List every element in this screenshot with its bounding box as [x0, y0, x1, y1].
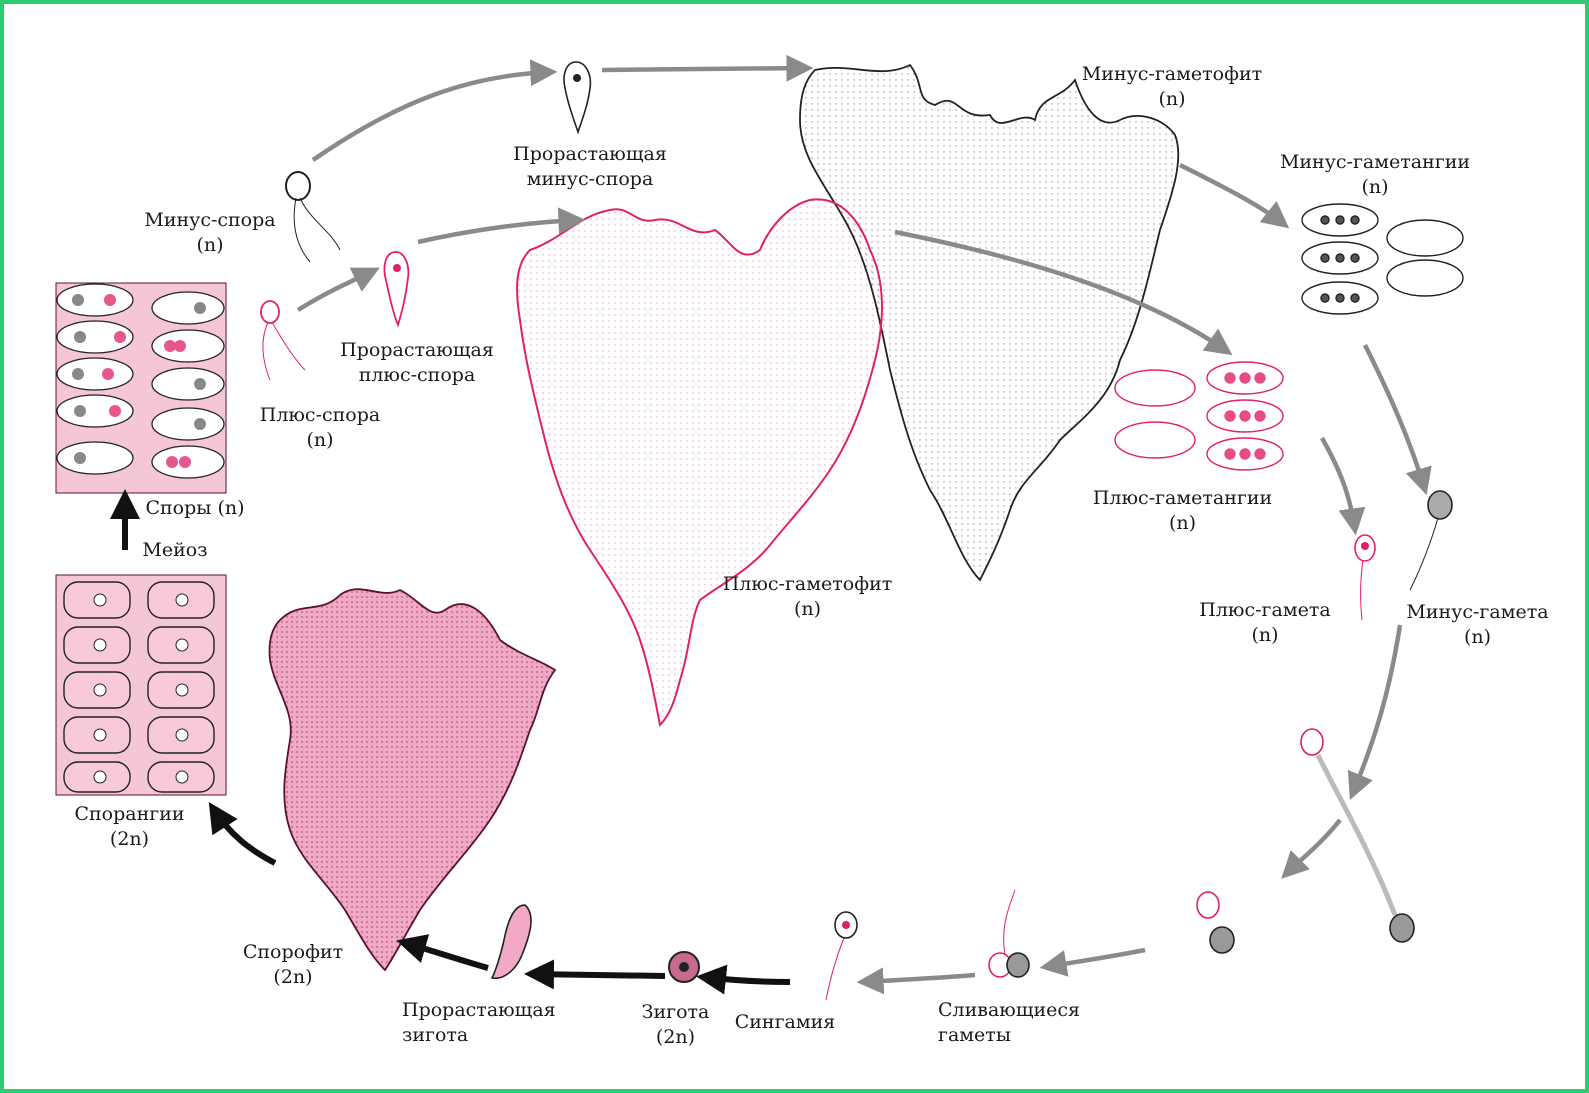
fusing-gametes-label: Сливающиеся гаметы [938, 998, 1113, 1048]
minus-spore-label-name: Минус-спора [130, 208, 290, 233]
zygote-label: Зигота (2n) [628, 1000, 723, 1050]
minus-gamete-label-ploidy: (n) [1390, 625, 1565, 650]
minus-spore-label: Минус-спора (n) [130, 208, 290, 258]
minus-gametophyte-label-name: Минус-гаметофит [1062, 62, 1282, 87]
plus-gametophyte-label: Плюс-гаметофит (n) [705, 572, 910, 622]
minus-gamete-cell [1410, 491, 1452, 590]
minus-gamete-label: Минус-гамета (n) [1390, 600, 1565, 650]
plus-gametophyte-thallus [517, 199, 882, 725]
sporangia-panel [56, 575, 226, 795]
sporangia-label: Спорангии (2n) [62, 802, 197, 852]
zygote-cell [669, 952, 699, 982]
zygote-label-name: Зигота [628, 1000, 723, 1025]
plus-gametophyte-label-name: Плюс-гаметофит [705, 572, 910, 597]
minus-gametophyte-label: Минус-гаметофит (n) [1062, 62, 1282, 112]
germinating-zygote-cell [492, 905, 531, 978]
plus-spore-label: Плюс-спора (n) [245, 403, 395, 453]
sporophyte-label: Спорофит (2n) [228, 940, 358, 990]
minus-gamete-label-name: Минус-гамета [1390, 600, 1565, 625]
germinating-plus-spore-label-line2: плюс-спора [322, 363, 512, 388]
germinating-minus-spore-label-line1: Прорастающая [490, 142, 690, 167]
arrow-germinating-to-minus-gametophyte [602, 68, 808, 70]
sporangia-label-ploidy: (2n) [62, 827, 197, 852]
minus-gametangia-label-name: Минус-гаметангии [1260, 150, 1490, 175]
arrow-sporophyte-to-sporangia [212, 807, 275, 863]
arrow-plus-spore-to-germinating [298, 270, 375, 310]
sporophyte-label-ploidy: (2n) [228, 965, 358, 990]
plus-gametangia-label: Плюс-гаметангии (n) [1075, 486, 1290, 536]
spores-panel [56, 283, 226, 493]
plus-gamete-label: Плюс-гамета (n) [1185, 598, 1345, 648]
germinating-minus-spore-cell [564, 62, 590, 132]
plus-gamete-label-ploidy: (n) [1185, 623, 1345, 648]
plus-gametangia-cluster [1115, 362, 1283, 470]
germinating-plus-spore-cell [384, 252, 408, 325]
plus-spore-label-ploidy: (n) [245, 428, 395, 453]
germinating-plus-spore-label: Прорастающая плюс-спора [322, 338, 512, 388]
arrow-minus-gametangia-to-minus-gamete [1365, 345, 1425, 490]
spores-label: Споры (n) [130, 496, 260, 521]
minus-gametangia-cluster [1302, 204, 1463, 314]
minus-gametophyte-label-ploidy: (n) [1062, 87, 1282, 112]
arrow-germinating-zygote-to-sporophyte [402, 942, 488, 968]
sporangia-label-name: Спорангии [62, 802, 197, 827]
arrow-syngamy-to-zygote [702, 977, 790, 982]
plus-gametangia-label-ploidy: (n) [1075, 511, 1290, 536]
plus-spore-label-name: Плюс-спора [245, 403, 395, 428]
arrow-plus-gametangia-to-plus-gamete [1322, 438, 1355, 530]
meiosis-label: Мейоз [130, 538, 220, 563]
arrow-pairing-to-contact [1285, 820, 1340, 875]
plus-gametophyte-label-ploidy: (n) [705, 597, 910, 622]
minus-gametangia-label: Минус-гаметангии (n) [1260, 150, 1490, 200]
plus-gametangia-label-name: Плюс-гаметангии [1075, 486, 1290, 511]
fusing-gametes-label-line1: Сливающиеся [938, 998, 1113, 1023]
germinating-minus-spore-label-line2: минус-спора [490, 167, 690, 192]
arrow-contact-to-fusing [1045, 950, 1145, 967]
sporophyte-label-name: Спорофит [228, 940, 358, 965]
plus-spore-cell [261, 301, 305, 380]
fusing-gametes-label-line2: гаметы [938, 1023, 1113, 1048]
minus-spore-label-ploidy: (n) [130, 233, 290, 258]
germinating-zygote-label-line2: зигота [402, 1023, 582, 1048]
arrow-zygote-to-germinating-zygote [530, 974, 665, 976]
arrow-gametes-to-pairing [1352, 625, 1400, 795]
germinating-zygote-label: Прорастающая зигота [402, 998, 582, 1048]
arrow-fusing-to-syngamy [862, 975, 975, 982]
pairing-gametes-cell [1301, 729, 1414, 942]
contacting-gametes-cell [1197, 892, 1234, 953]
germinating-plus-spore-label-line1: Прорастающая [322, 338, 512, 363]
plus-gamete-label-name: Плюс-гамета [1185, 598, 1345, 623]
minus-spore-cell [286, 172, 340, 262]
syngamy-cell [826, 912, 857, 1000]
zygote-label-ploidy: (2n) [628, 1025, 723, 1050]
plus-gamete-cell [1355, 535, 1375, 620]
minus-gametangia-label-ploidy: (n) [1260, 175, 1490, 200]
syngamy-label: Сингамия [720, 1010, 850, 1035]
germinating-zygote-label-line1: Прорастающая [402, 998, 582, 1023]
fusing-gametes-cell [989, 890, 1029, 977]
germinating-minus-spore-label: Прорастающая минус-спора [490, 142, 690, 192]
